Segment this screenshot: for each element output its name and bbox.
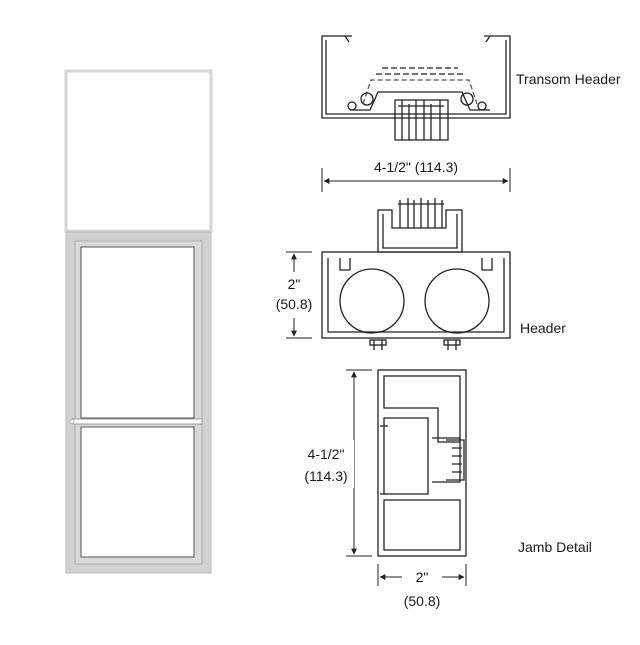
- header-height-mm-label: (50.8): [276, 296, 313, 312]
- push-bar-end-cap: [69, 419, 75, 424]
- transom-header-section: [321, 35, 511, 141]
- header-width-dimension: [321, 168, 511, 192]
- header-label: Header: [520, 320, 566, 336]
- jamb-height-in-label: 4-1/2": [308, 446, 345, 462]
- jamb-height-mm-label: (114.3): [304, 468, 347, 484]
- jamb-width-dimension: [377, 564, 467, 586]
- jamb-width-in-label: 2": [416, 569, 429, 585]
- header-height-dimension: [286, 251, 312, 339]
- jamb-detail-label: Jamb Detail: [518, 539, 592, 555]
- header-height-in-label: 2": [288, 276, 301, 292]
- jamb-width-mm-label: (50.8): [404, 593, 441, 609]
- push-bar: [71, 418, 203, 425]
- header-section: [321, 198, 511, 350]
- jamb-section: [377, 369, 467, 557]
- transom-panel: [64, 69, 213, 233]
- door-elevation: [64, 69, 213, 574]
- jamb-height-label-bg: [296, 440, 354, 488]
- header-width-label: 4-1/2" (114.3): [374, 159, 458, 175]
- upper-glass-lite: [80, 246, 195, 419]
- lower-glass-lite: [80, 426, 195, 558]
- transom-header-label: Transom Header: [516, 71, 621, 87]
